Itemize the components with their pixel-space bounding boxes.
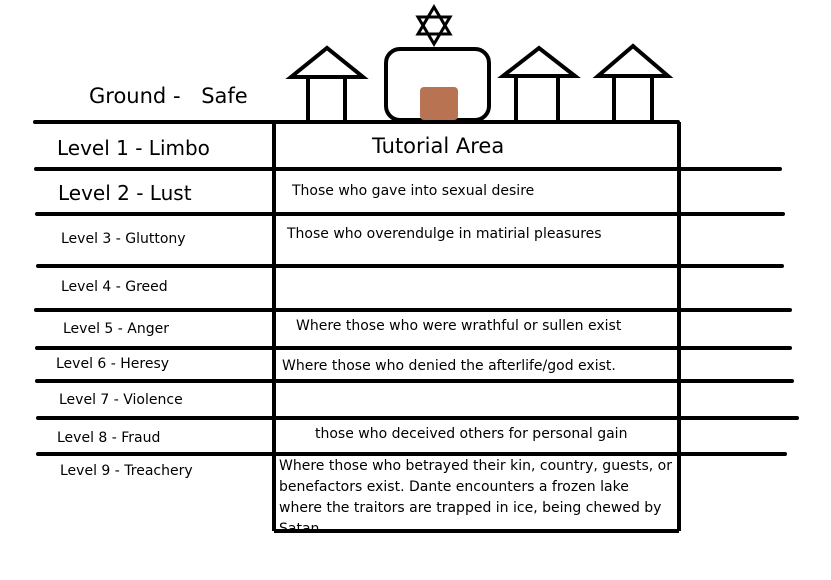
level-3-description: Those who overendulge in matirial pleasu…: [287, 226, 602, 242]
ground-text: Ground: [89, 84, 167, 108]
level-5-label: Level 5 - Anger: [63, 321, 169, 337]
level-2-label: Level 2 - Lust: [58, 181, 192, 205]
star-of-david-icon: [415, 4, 453, 47]
tutorial-box: [272, 122, 681, 533]
house-icon: [592, 43, 674, 120]
house-icon: [497, 45, 581, 120]
level-6-description: Where those who denied the afterlife/god…: [282, 358, 616, 374]
level-1-label: Level 1 - Limbo: [57, 136, 210, 160]
level-lines: [33, 120, 799, 456]
ground-value: Safe: [201, 84, 248, 108]
level-3-label: Level 3 - Gluttony: [61, 231, 186, 247]
level-2-description: Those who gave into sexual desire: [292, 183, 535, 199]
ground-label: Ground - Safe: [89, 86, 248, 107]
level-9-description: Where those who betrayed their kin, coun…: [279, 458, 672, 537]
tutorial-area-label: Tutorial Area: [372, 134, 505, 158]
door-icon: [420, 87, 458, 120]
level-8-description: those who deceived others for personal g…: [315, 426, 628, 442]
level-6-label: Level 6 - Heresy: [56, 356, 170, 372]
level-5-description: Where those who were wrathful or sullen …: [296, 318, 622, 334]
ground-sep: -: [172, 84, 181, 108]
level-8-label: Level 8 - Fraud: [57, 430, 161, 446]
level-4-label: Level 4 - Greed: [61, 279, 168, 295]
house-icon: [285, 45, 369, 120]
level-7-label: Level 7 - Violence: [59, 392, 183, 408]
temple-icon: [384, 47, 491, 122]
level-9-label: Level 9 - Treachery: [60, 463, 193, 479]
